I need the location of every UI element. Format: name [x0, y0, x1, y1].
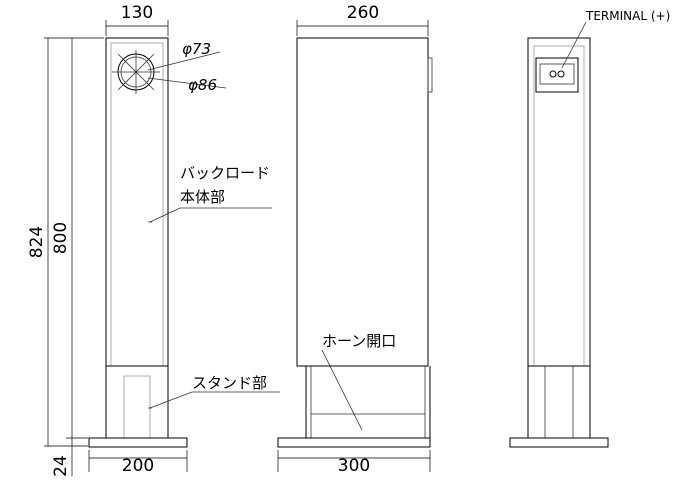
terminal-label: TERMINAL (+) [585, 9, 670, 23]
body-label-leader-a [149, 207, 181, 223]
side-rear-terminal-bump [427, 57, 433, 93]
front-stand-outline [105, 365, 169, 439]
terminal-leader [561, 21, 587, 69]
side-body-outline [296, 37, 429, 367]
dim-300-text: 300 [338, 456, 370, 476]
rear-base-plate [509, 437, 609, 448]
dim-130-text: 130 [121, 3, 153, 23]
front-stand-inner [123, 375, 151, 439]
side-base-plate [277, 437, 431, 448]
stand-label-leader-a [149, 391, 193, 409]
phi-outer-leader [147, 77, 227, 89]
rear-view [509, 21, 609, 448]
horn-label: ホーン開口 [322, 332, 396, 350]
front-body-inner-panel [110, 42, 164, 367]
dim-824-text: 824 [27, 226, 47, 258]
body-label-line1: バックロード [180, 164, 270, 182]
rear-body-inner [533, 45, 585, 367]
body-label-line2: 本体部 [180, 188, 225, 206]
terminal-plate [535, 57, 579, 93]
dim-200-text: 200 [122, 456, 154, 476]
phi-86-text: φ86 [188, 76, 217, 94]
stand-label: スタンド部 [192, 374, 267, 392]
phi-inner-leader [147, 51, 221, 71]
terminal-post-2 [557, 70, 565, 78]
terminal-post-1 [549, 70, 557, 78]
front-view [44, 20, 280, 476]
dim-800-text: 800 [51, 222, 71, 254]
side-view [277, 20, 433, 472]
dim-24-text: 24 [51, 455, 71, 477]
phi-73-text: φ73 [182, 40, 211, 58]
terminal-inner [539, 63, 575, 85]
dim-260-text: 260 [347, 3, 379, 23]
rear-body-outline [527, 37, 591, 367]
front-base-plate [88, 437, 188, 448]
horn-leader [321, 349, 363, 431]
